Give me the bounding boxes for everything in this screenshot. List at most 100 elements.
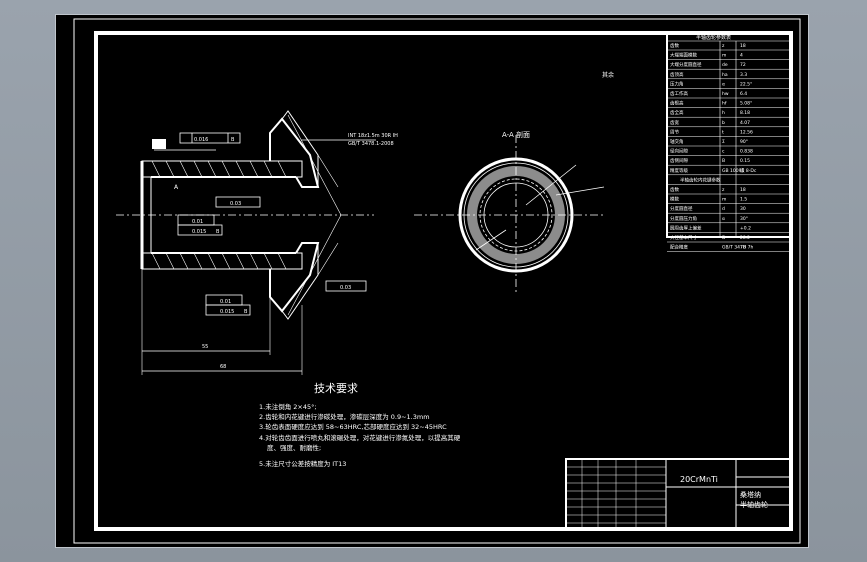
gear-param-value: 22.5° <box>740 81 752 87</box>
spline-param-symbol: GB/T 3478 <box>722 245 746 251</box>
spline-param-symbol: α <box>722 217 725 222</box>
tol-4: 0.015 <box>192 229 206 235</box>
gear-param-symbol: hf <box>722 101 727 107</box>
gear-params-title: 半轴齿轮参数表 <box>696 34 731 41</box>
tech-note-2: 2.齿轮和内花键进行渗碳处理，渗碳层深度为 0.9~1.3mm <box>259 412 430 421</box>
tech-title: 技术要求 <box>314 382 358 395</box>
spline-param-value: 28.2 <box>740 235 750 241</box>
gear-param-name: 周节 <box>670 129 679 135</box>
gear-param-value: 18 <box>740 43 746 49</box>
gear-param-symbol: B <box>722 158 725 164</box>
tol-7: 0.03 <box>340 285 351 291</box>
spline-param-symbol: d <box>722 206 725 212</box>
gear-param-value: 6.4 <box>740 91 747 97</box>
gear-param-value: 12.56 <box>740 129 753 135</box>
drawing-viewport[interactable]: A-A 剖面 其余 INT 18z1.5m 30R IH GB/T 3478.1… <box>55 14 809 548</box>
gear-param-name: 齿宽 <box>670 119 679 126</box>
gear-param-name: 轴交角 <box>670 138 684 145</box>
tol-2: 0.03 <box>230 201 241 207</box>
gear-param-name: 齿侧间隙 <box>670 157 688 164</box>
spline-param-symbol: m <box>722 198 726 203</box>
gear-param-name: 齿数 <box>670 42 679 49</box>
gear-param-symbol: c <box>722 150 725 155</box>
spline-param-name: 大径基本尺寸 <box>670 234 697 241</box>
dim-55: 55 <box>202 344 208 350</box>
gear-param-name: 齿根高 <box>670 100 684 107</box>
gear-param-symbol: hw <box>722 91 729 97</box>
gear-param-value: 90° <box>740 139 748 145</box>
gear-param-value: 4.07 <box>740 120 750 126</box>
spline-param-value: 18 <box>740 187 746 193</box>
material: 20CrMnTi <box>680 475 718 484</box>
inner-frame <box>94 31 793 531</box>
gear-param-value: 3.3 <box>740 72 747 78</box>
gear-param-name: 径向间隙 <box>670 148 688 155</box>
spline-param-name: 模数 <box>670 196 679 203</box>
spline-param-value: 1.5 <box>740 197 747 203</box>
gear-param-value: 0.15 <box>740 158 750 164</box>
tech-note-4: 4.对轮齿齿面进行喷丸和滚碾处理，对花键进行渗氮处理，以提高其硬 <box>259 433 461 442</box>
spline-param-symbol: z <box>722 188 725 193</box>
gear-param-symbol: h <box>722 110 725 116</box>
datum-4: B <box>244 309 248 315</box>
tol-1: 0.016 <box>194 137 208 143</box>
standard-note-2: GB/T 3478.1-2008 <box>348 141 394 147</box>
gear-param-symbol: de <box>722 62 728 68</box>
tech-note-6: 5.未注尺寸公差按精度为 IT13 <box>259 459 346 468</box>
gear-param-symbol: z <box>722 44 725 49</box>
tol-5: 0.01 <box>220 299 231 305</box>
spline-param-name: 圆周齿厚上偏差 <box>670 224 702 231</box>
gear-param-name: 压力角 <box>670 80 684 87</box>
gear-param-symbol: GB 10095 <box>722 168 744 174</box>
dim-68: 68 <box>220 364 226 370</box>
spline-param-symbol: D <box>722 235 726 241</box>
side-view <box>140 110 376 375</box>
part-name-1: 桑塔纳 <box>740 490 761 499</box>
gear-param-symbol: t <box>722 129 724 135</box>
spline-param-name: 分度圆直径 <box>670 205 693 212</box>
gear-param-value: 4 <box>740 53 743 59</box>
spline-param-value: 30 <box>740 206 746 212</box>
datum-3: B <box>216 229 220 235</box>
standard-note-1: INT 18z1.5m 30R IH <box>348 133 398 139</box>
tech-note-3: 3.轮齿表面硬度应达到 58~63HRC,芯部硬度应达到 32~45HRC <box>259 422 447 431</box>
gear-param-table <box>666 32 792 238</box>
gear-param-value: 级 8-Dc <box>740 167 757 174</box>
gear-param-name: 大端端面模数 <box>670 52 697 59</box>
gear-param-symbol: m <box>722 54 726 59</box>
datum-1: B <box>231 137 235 143</box>
spline-param-name: 分度圆压力角 <box>670 215 697 222</box>
gear-param-symbol: Σ <box>722 139 725 145</box>
gear-param-value: 72 <box>740 62 746 68</box>
gear-param-symbol: b <box>722 120 725 126</box>
gear-param-value: 0.838 <box>740 149 753 155</box>
spline-param-name: 齿数 <box>670 186 679 193</box>
roughness-other: 其余 <box>602 71 614 79</box>
gear-param-name: 齿全高 <box>670 109 684 116</box>
spline-param-name: 配合精度 <box>670 244 688 251</box>
cad-drawing: A-A 剖面 其余 INT 18z1.5m 30R IH GB/T 3478.1… <box>73 18 801 544</box>
param-rows: 齿数 z 18 大端端面模数 m 4 大端分度圆直径 de 72 齿顶高 ha 3.3 压力角 α 22.5… <box>667 40 791 252</box>
outer-frame <box>73 18 801 544</box>
tol-6: 0.015 <box>220 309 234 315</box>
tech-note-5: 度、强度、耐磨性; <box>267 443 321 452</box>
spline-param-value: +0.2 <box>740 225 751 231</box>
gear-param-name: 齿工作高 <box>670 90 688 97</box>
datum-2: A <box>174 184 179 191</box>
gear-param-value: 5.08° <box>740 101 752 107</box>
gear-param-symbol: ha <box>722 72 728 78</box>
spline-param-value: 7H 7h <box>740 245 754 251</box>
spline-params-title: 半轴齿轮内花键参数 <box>680 176 721 183</box>
tech-note-1: 1.未注倒角 2×45°; <box>259 402 317 411</box>
gear-param-name: 精度等级 <box>670 167 688 174</box>
gear-param-name: 大端分度圆直径 <box>670 61 702 68</box>
part-name-2: 半轴齿轮 <box>740 500 768 509</box>
gear-param-name: 齿顶高 <box>670 71 684 78</box>
spline-param-value: 30° <box>740 216 748 222</box>
tol-3: 0.01 <box>192 219 203 225</box>
section-label: A-A 剖面 <box>502 130 530 139</box>
gear-param-symbol: α <box>722 82 725 87</box>
title-block <box>565 458 792 530</box>
gear-param-value: 8.18 <box>740 110 750 116</box>
section-view <box>458 157 605 273</box>
